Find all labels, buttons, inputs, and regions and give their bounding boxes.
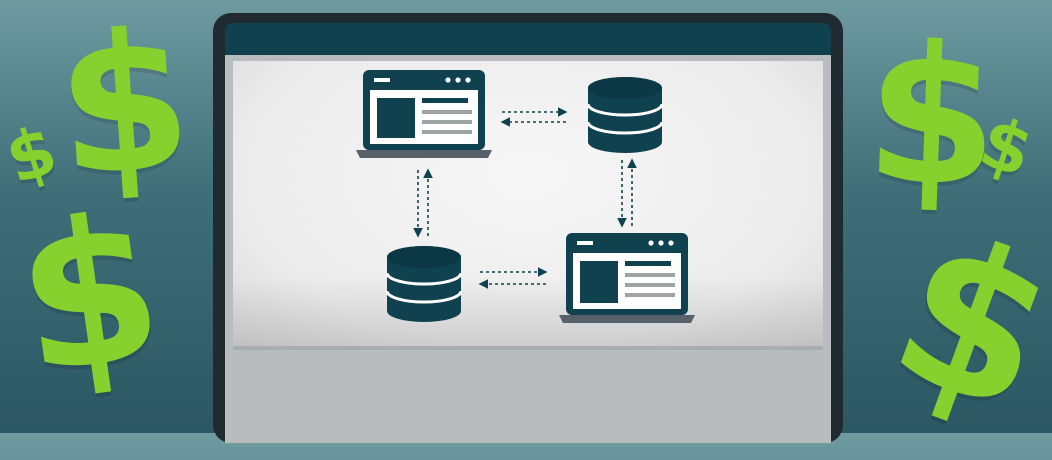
monitor-screen — [225, 55, 831, 443]
database-icon — [586, 77, 664, 153]
laptop-icon — [356, 70, 492, 158]
diagram-panel — [233, 61, 823, 346]
monitor-header-bar — [225, 23, 831, 59]
connector-arrows — [617, 158, 637, 228]
connector-arrows — [413, 168, 433, 238]
system-diagram — [356, 70, 695, 323]
monitor-frame — [213, 13, 843, 443]
connector-arrows — [500, 107, 568, 127]
database-icon — [385, 246, 463, 322]
laptop-icon — [559, 233, 695, 323]
connector-arrows — [478, 267, 548, 289]
panel-shadow — [233, 276, 823, 346]
